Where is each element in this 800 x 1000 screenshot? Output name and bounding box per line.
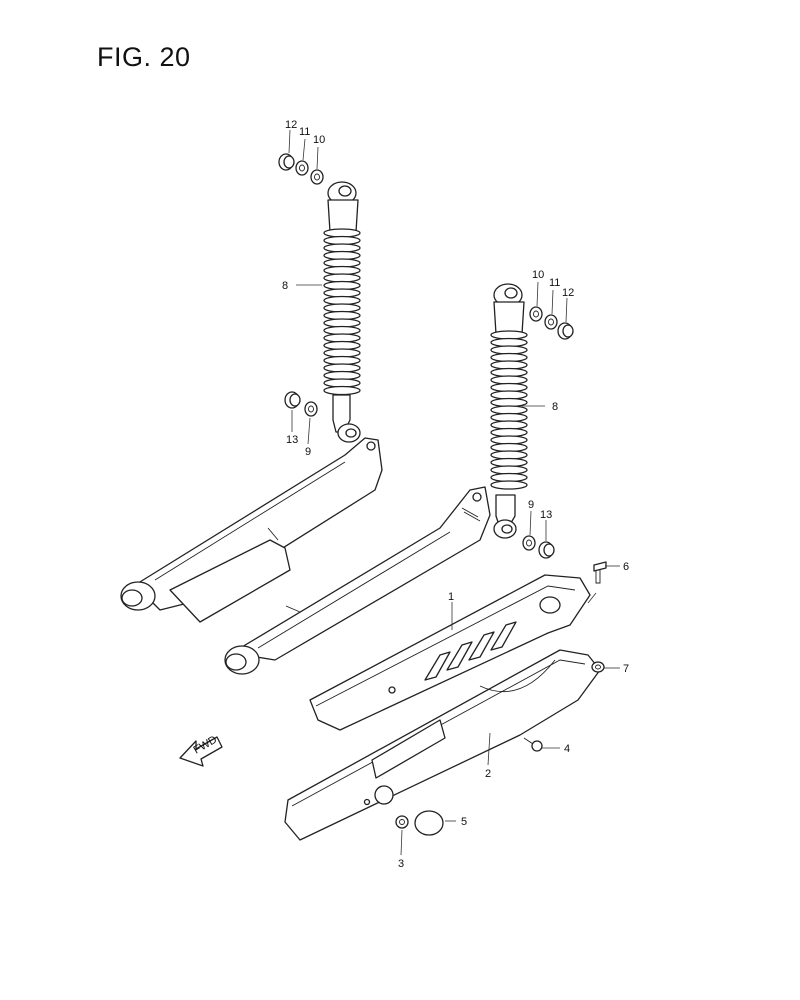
callout-9-left: 9	[305, 446, 311, 458]
spring-coil	[323, 378, 361, 388]
spring-coil	[490, 480, 528, 490]
spring-coil	[323, 303, 361, 313]
callout-13-right: 13	[540, 509, 552, 521]
spring-coil	[323, 355, 361, 366]
callout-12-left: 12	[285, 119, 297, 131]
right-shock-hardware	[522, 306, 574, 559]
callout-5: 5	[461, 816, 467, 828]
spring-coil	[323, 340, 361, 351]
chain-case-lower	[284, 649, 601, 841]
callout-8-right: 8	[552, 401, 558, 413]
spring-coil	[323, 295, 361, 306]
callout-12-right: 12	[562, 287, 574, 299]
spring-coil	[323, 325, 361, 336]
spring-coil	[490, 382, 528, 393]
right-shock-absorber	[490, 283, 528, 539]
spring-coil	[323, 243, 361, 253]
spring-coil	[490, 435, 528, 445]
spring-coil	[323, 318, 361, 328]
spring-coil	[490, 397, 528, 408]
callout-13-left: 13	[286, 434, 298, 446]
spring-coil	[490, 427, 528, 438]
callout-3: 3	[398, 858, 404, 870]
swingarm	[120, 437, 491, 675]
spring-coil	[490, 345, 528, 355]
callout-7: 7	[623, 663, 629, 675]
callout-11-right: 11	[549, 277, 560, 289]
bolt-4	[523, 737, 543, 752]
spring-coil	[490, 472, 528, 483]
spring-coil	[490, 405, 528, 415]
spring-coil	[490, 412, 528, 423]
spring-coil	[323, 228, 361, 238]
left-shock-hardware	[278, 153, 324, 417]
cap-5	[414, 810, 444, 836]
spring-coil	[323, 333, 361, 343]
callout-4: 4	[564, 743, 570, 755]
spring-coil	[323, 288, 361, 298]
callout-8-left: 8	[282, 280, 288, 292]
left-shock-absorber	[323, 181, 361, 443]
callout-11-left: 11	[299, 126, 310, 138]
spring-coil	[490, 420, 528, 430]
callout-10-right: 10	[532, 269, 544, 281]
spring-coil	[490, 360, 528, 370]
spring-coil	[490, 367, 528, 378]
spring-coil	[490, 330, 528, 340]
spring-coil	[323, 235, 361, 246]
spring-coil	[323, 265, 361, 276]
spring-coil	[490, 442, 528, 453]
callout-2: 2	[485, 768, 491, 780]
spring-coil	[323, 310, 361, 321]
spring-coil	[323, 273, 361, 283]
spring-coil	[323, 370, 361, 381]
callout-1: 1	[448, 591, 454, 603]
spring-coil	[323, 363, 361, 373]
spring-coil	[323, 258, 361, 268]
spring-coil	[490, 450, 528, 460]
callout-10-left: 10	[313, 134, 325, 146]
bolt-6	[593, 561, 607, 584]
spring-coil	[490, 352, 528, 363]
nut-7	[591, 661, 605, 673]
spring-coil	[490, 337, 528, 348]
callout-9-right: 9	[528, 499, 534, 511]
grommet-3	[395, 815, 409, 829]
spring-coil	[490, 375, 528, 385]
chain-case-upper	[309, 574, 591, 731]
spring-coil	[323, 280, 361, 291]
figure-title: FIG. 20	[97, 42, 191, 72]
spring-coil	[323, 385, 361, 396]
spring-coil	[490, 457, 528, 468]
spring-coil	[323, 250, 361, 261]
spring-coil	[490, 465, 528, 475]
spring-coil	[490, 390, 528, 400]
forward-arrow-icon: FWD	[179, 734, 223, 767]
callout-6: 6	[623, 561, 629, 573]
spring-coil	[323, 348, 361, 358]
